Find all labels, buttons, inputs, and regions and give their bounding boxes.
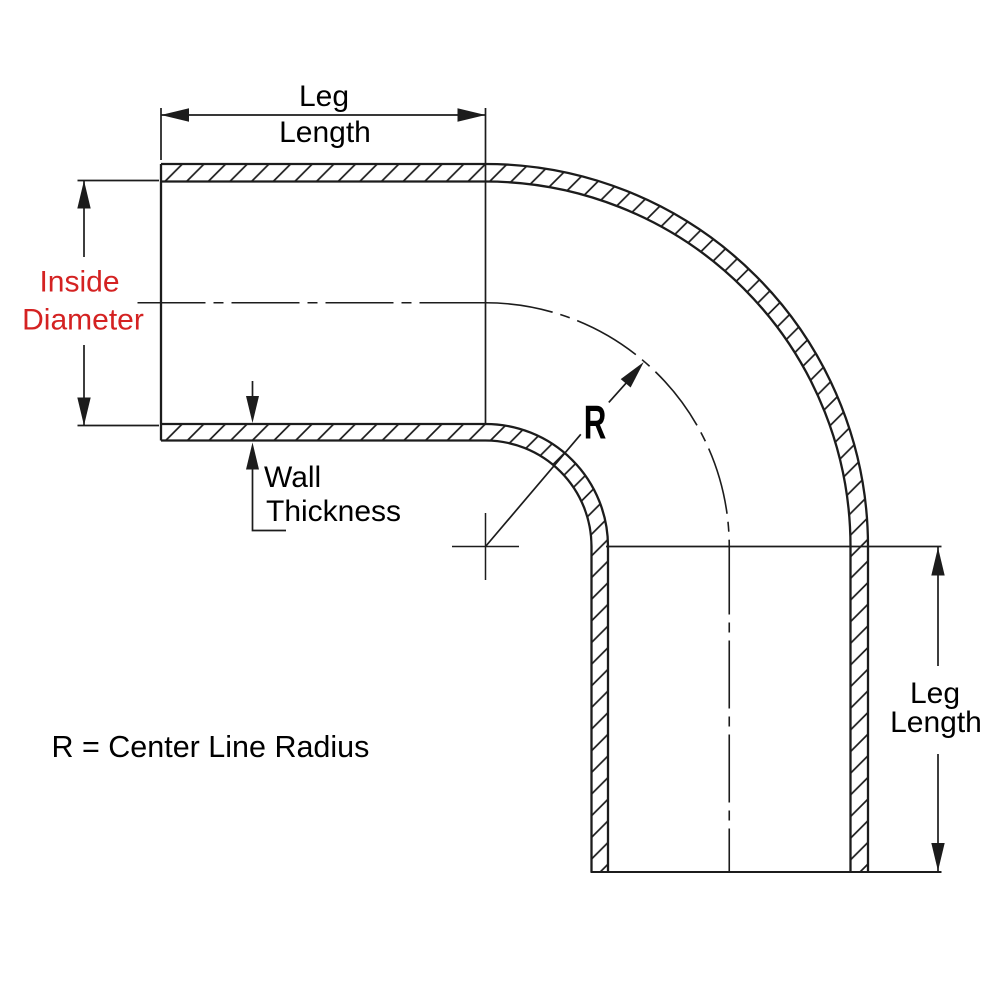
svg-text:R = Center Line Radius: R = Center Line Radius xyxy=(52,730,370,764)
svg-text:Diameter: Diameter xyxy=(22,304,144,337)
svg-text:Thickness: Thickness xyxy=(266,495,401,528)
svg-text:Inside: Inside xyxy=(39,266,119,299)
svg-text:R: R xyxy=(584,397,607,449)
svg-text:Length: Length xyxy=(890,706,982,739)
svg-text:Wall: Wall xyxy=(264,461,321,494)
svg-text:Length: Length xyxy=(279,116,371,149)
svg-text:Leg: Leg xyxy=(299,80,349,113)
svg-text:Leg: Leg xyxy=(910,677,960,710)
